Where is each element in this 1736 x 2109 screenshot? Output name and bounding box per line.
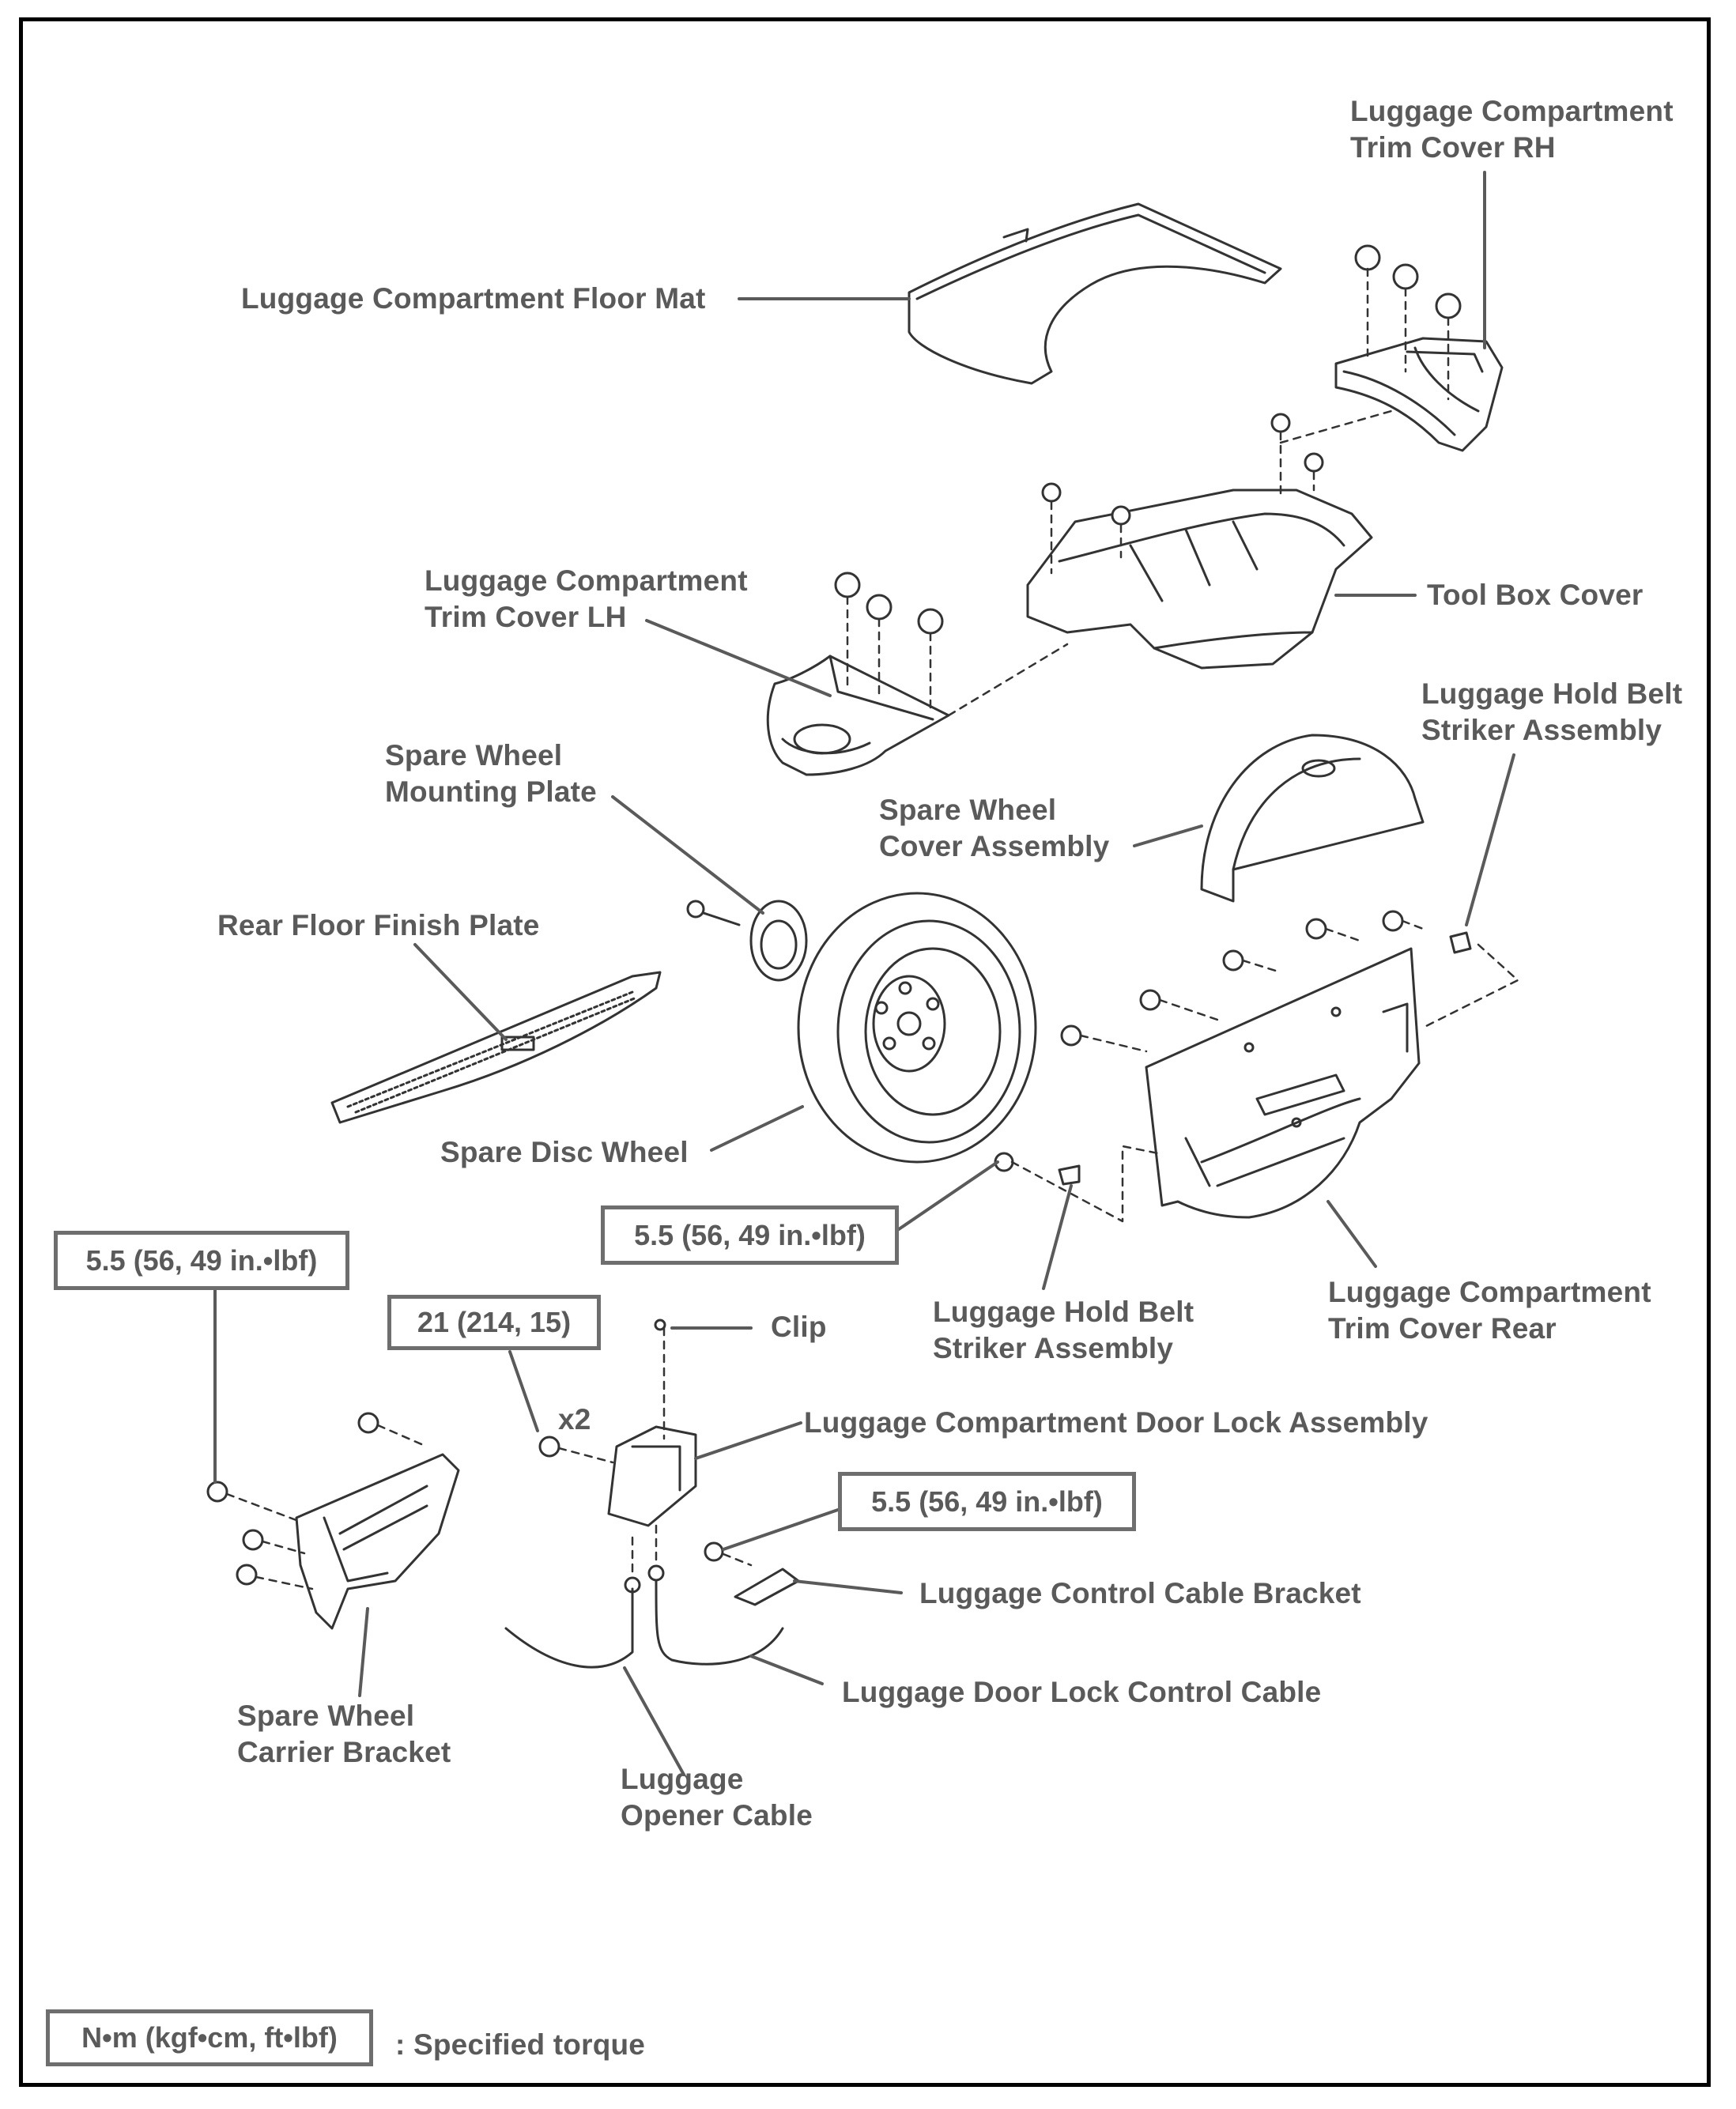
torque-box-striker: 5.5 (56, 49 in.•lbf) <box>601 1205 899 1265</box>
tool-box-cover-part <box>1026 489 1373 670</box>
label-door-lock-assembly: Luggage Compartment Door Lock Assembly <box>804 1406 1428 1439</box>
label-tool-box-cover: Tool Box Cover <box>1427 579 1644 611</box>
mounting-plate-part <box>686 900 808 982</box>
label-spare-wheel-cover: Spare Wheel Cover Assembly <box>879 794 1110 862</box>
cable-bracket-part <box>704 1541 800 1606</box>
label-belt-striker-lower: Luggage Hold Belt Striker Assembly <box>933 1296 1194 1364</box>
label-clip: Clip <box>771 1311 827 1343</box>
spare-wheel-cover-part <box>1200 734 1425 903</box>
label-floor-mat: Luggage Compartment Floor Mat <box>241 282 706 315</box>
trim-clips <box>834 244 1472 1186</box>
torque-box-carrier-bracket: 5.5 (56, 49 in.•lbf) <box>54 1231 349 1290</box>
label-x2: x2 <box>558 1403 591 1436</box>
label-opener-cable: Luggage Opener Cable <box>621 1763 813 1832</box>
legend-unit-box: N•m (kgf•cm, ft•lbf) <box>46 2009 373 2066</box>
door-lock-part <box>538 1319 697 1594</box>
floor-mat-part <box>908 202 1282 385</box>
trim-cover-rh-part <box>1334 337 1504 452</box>
label-rear-floor-finish-plate: Rear Floor Finish Plate <box>217 909 540 941</box>
label-carrier-bracket: Spare Wheel Carrier Bracket <box>237 1700 451 1768</box>
cables <box>504 1579 784 1669</box>
torque-box-door-lock: 21 (214, 15) <box>387 1295 601 1350</box>
alignment-dashes <box>846 267 1519 1223</box>
label-door-lock-control-cable: Luggage Door Lock Control Cable <box>842 1676 1322 1708</box>
label-trim-cover-rear: Luggage Compartment Trim Cover Rear <box>1328 1276 1651 1345</box>
carrier-bracket-part <box>206 1412 460 1630</box>
label-trim-cover-rh: Luggage Compartment Trim Cover RH <box>1350 95 1674 164</box>
trim-cover-lh-part <box>766 655 950 776</box>
trim-cover-rear-part <box>1145 947 1421 1219</box>
leader-lines <box>213 171 1515 1776</box>
label-mounting-plate: Spare Wheel Mounting Plate <box>385 739 597 808</box>
legend-text: : Specified torque <box>395 2028 646 2061</box>
label-trim-cover-lh: Luggage Compartment Trim Cover LH <box>425 564 748 633</box>
label-control-cable-bracket: Luggage Control Cable Bracket <box>919 1577 1361 1609</box>
diagram-frame <box>19 17 1711 2087</box>
label-spare-disc-wheel: Spare Disc Wheel <box>440 1136 689 1168</box>
torque-box-cable-bracket: 5.5 (56, 49 in.•lbf) <box>838 1472 1136 1531</box>
label-belt-striker-upper: Luggage Hold Belt Striker Assembly <box>1421 677 1683 746</box>
rear-floor-finish-plate-part <box>330 971 662 1124</box>
spare-disc-wheel-part <box>797 892 1037 1164</box>
